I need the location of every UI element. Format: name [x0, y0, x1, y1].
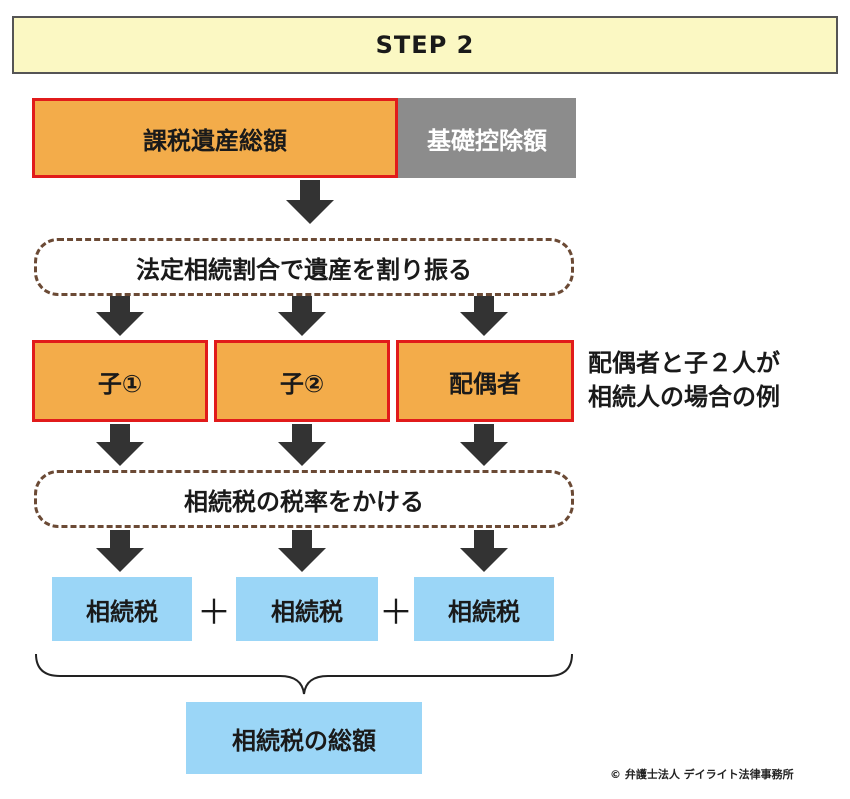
- example-note-line-1: 配偶者と子２人が: [588, 349, 780, 377]
- inheritance-tax-box-3: 相続税: [414, 577, 554, 641]
- down-arrow-tax-1: [96, 530, 144, 572]
- heir-child-1-box: 子①: [32, 340, 208, 422]
- down-arrow-rate-1: [96, 424, 144, 466]
- down-arrow-tax-3: [460, 530, 508, 572]
- heir-spouse-box: 配偶者: [396, 340, 574, 422]
- allocate-step-box: 法定相続割合で遺産を割り振る: [34, 238, 574, 296]
- basic-deduction-box: 基礎控除額: [398, 98, 576, 178]
- down-arrow-rate-2: [278, 424, 326, 466]
- plus-sign-2: ＋: [379, 592, 413, 633]
- inheritance-tax-box-1: 相続税: [52, 577, 192, 641]
- down-arrow-estate: [286, 180, 334, 224]
- total-inheritance-tax-box: 相続税の総額: [186, 702, 422, 774]
- heir-child-2-box: 子②: [214, 340, 390, 422]
- example-note-line-2: 相続人の場合の例: [588, 383, 780, 411]
- example-note: 配偶者と子２人が 相続人の場合の例: [588, 346, 838, 414]
- down-arrow-tax-2: [278, 530, 326, 572]
- copyright-credit: © 弁護士法人 デイライト法律事務所: [610, 768, 794, 781]
- down-arrow-rate-3: [460, 424, 508, 466]
- down-arrow-heir-1: [96, 296, 144, 336]
- inheritance-tax-box-2: 相続税: [236, 577, 378, 641]
- apply-rate-step-box: 相続税の税率をかける: [34, 470, 574, 528]
- step-header: STEP 2: [12, 16, 838, 74]
- sum-brace: [35, 653, 573, 695]
- taxable-estate-box: 課税遺産総額: [32, 98, 398, 178]
- down-arrow-heir-3: [460, 296, 508, 336]
- down-arrow-heir-2: [278, 296, 326, 336]
- plus-sign-1: ＋: [197, 592, 231, 633]
